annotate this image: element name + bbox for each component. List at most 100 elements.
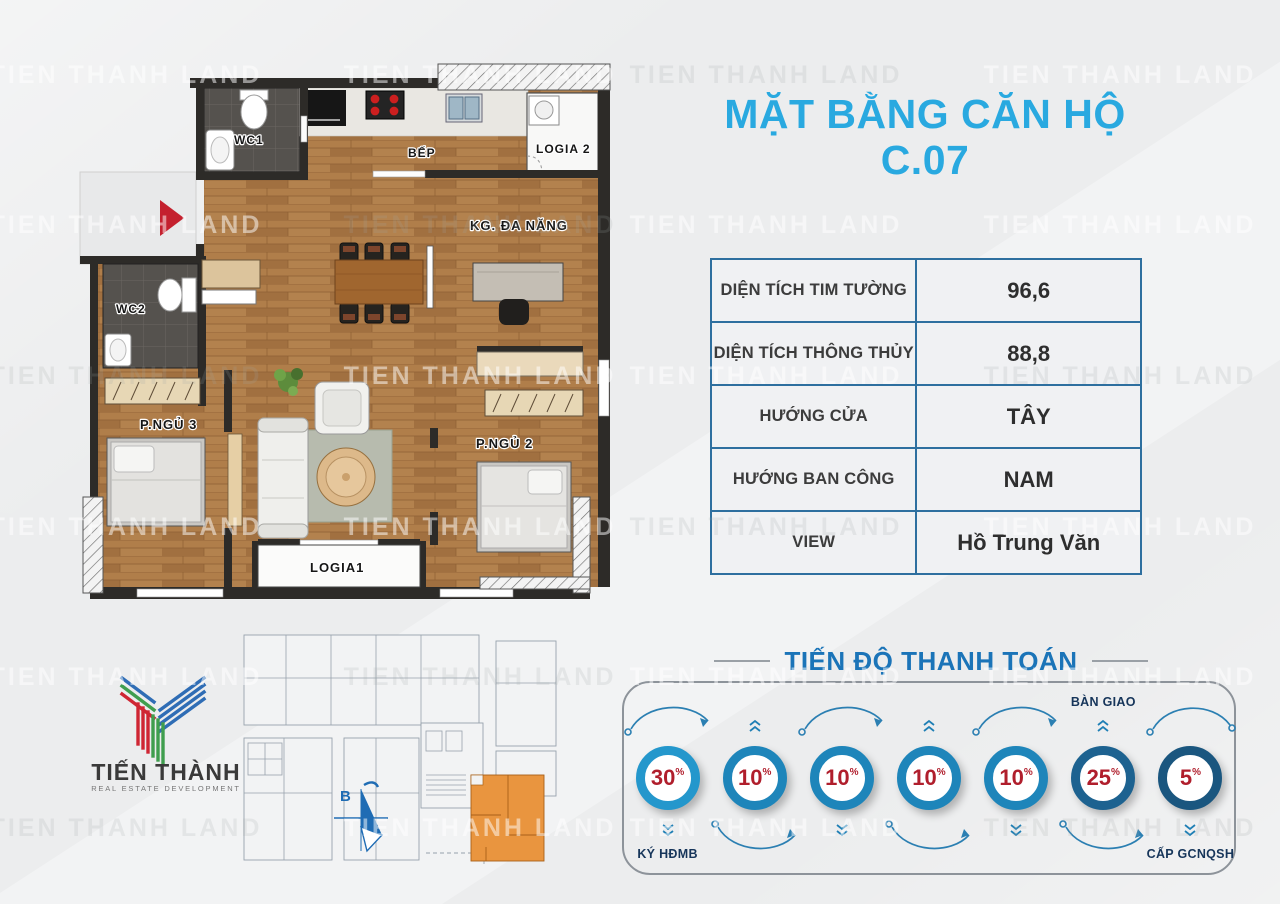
step-label: KÝ HĐMB [637, 847, 698, 861]
payment-percent: 25 [1086, 765, 1112, 790]
page-title: MẶT BẰNG CĂN HỘ C.07 [655, 91, 1195, 184]
label-wc1: WC1 [234, 133, 264, 147]
compass-label: B [340, 788, 351, 805]
row-label: HƯỚNG CỬA [712, 386, 916, 447]
toilet-icon [157, 278, 183, 312]
payment-step: 10% [710, 683, 798, 873]
room-wc2 [102, 263, 199, 369]
table-row: VIEW Hồ Trung Văn [712, 512, 1140, 573]
page-title-line1: MẶT BẰNG CĂN HỘ [724, 91, 1126, 137]
desk-set [472, 262, 564, 325]
payment-title: TIẾN ĐỘ THANH TOÁN [784, 645, 1078, 676]
apartment-floorplan: WC1 BẾP LOGIA 2 KG. ĐA NĂNG WC2 P.NGỦ 3 … [79, 63, 611, 599]
room-logia2 [526, 92, 599, 176]
room-bed2 [476, 351, 584, 553]
row-value: Hồ Trung Văn [917, 512, 1140, 573]
label-logia2: LOGIA 2 [536, 142, 591, 156]
payment-schedule: TIẾN ĐỘ THANH TOÁN 30% KÝ [622, 645, 1240, 885]
apartment-info-table: DIỆN TÍCH TIM TƯỜNG 96,6 DIỆN TÍCH THÔNG… [710, 258, 1142, 575]
entrance-arrow-icon [160, 200, 184, 236]
step-label: BÀN GIAO [1070, 695, 1136, 709]
label-kitchen: BẾP [408, 145, 436, 160]
payment-step: 10% [798, 683, 885, 873]
dining-table [334, 259, 424, 305]
payment-circle: 10% [984, 746, 1049, 810]
cabinet [476, 351, 584, 377]
chevron-up-icon [1097, 719, 1109, 732]
north-compass-icon: B [334, 781, 388, 853]
kitchen-counter [299, 87, 529, 137]
title-rule [714, 660, 771, 662]
flow-arc-icon [885, 820, 970, 850]
toilet-tank [181, 277, 197, 313]
payment-percent: 10 [912, 765, 937, 790]
table-row: DIỆN TÍCH THÔNG THỦY 88,8 [712, 323, 1140, 384]
row-value: NAM [917, 449, 1140, 510]
company-logo: TIẾN THÀNH REAL ESTATE DEVELOPMENT [91, 675, 241, 792]
hall-cabinet [201, 259, 261, 289]
flow-arc-icon [710, 820, 796, 850]
flow-arc-icon [798, 706, 883, 736]
row-label: DIỆN TÍCH THÔNG THỦY [712, 323, 916, 384]
title-rule [1091, 660, 1148, 662]
office-chair [499, 299, 529, 325]
wardrobe [484, 389, 584, 417]
chevron-down-icon [662, 824, 674, 837]
payment-panel: 30% KÝ HĐMB 10% [622, 681, 1237, 875]
payment-percent: 10 [825, 765, 850, 790]
label-bed2: P.NGỦ 2 [476, 436, 533, 451]
logo-name: TIẾN THÀNH [91, 758, 240, 785]
room-wc1 [203, 87, 301, 173]
payment-circle: 10% [809, 746, 874, 810]
desk [472, 262, 564, 302]
hatched-walls [82, 63, 611, 594]
highlighted-unit [470, 774, 545, 862]
label-wc2: WC2 [116, 302, 146, 316]
building-key-plan: B [243, 634, 557, 865]
dining-set [334, 242, 424, 324]
row-value: 96,6 [917, 260, 1140, 321]
half-wall [426, 245, 434, 309]
row-label: HƯỚNG BAN CÔNG [712, 449, 916, 510]
chevron-up-icon [749, 719, 761, 732]
hall-shelf [201, 289, 257, 305]
payment-circle: 5% [1158, 746, 1223, 810]
payment-step: 10% [885, 683, 972, 873]
payment-step: BÀN GIAO 25% [1059, 683, 1147, 873]
payment-circle: 30% [635, 746, 700, 810]
living-area [257, 368, 393, 539]
stove-icon [365, 90, 405, 120]
label-multi: KG. ĐA NĂNG [470, 218, 568, 233]
logo-mark-icon [119, 675, 207, 766]
row-label: DIỆN TÍCH TIM TƯỜNG [712, 260, 916, 321]
payment-percent: 10 [738, 765, 763, 790]
room-logia1 [257, 544, 421, 588]
toilet-icon [240, 94, 268, 130]
pillow [527, 469, 563, 495]
table-row: HƯỚNG BAN CÔNG NAM [712, 449, 1140, 510]
payment-percent: 10 [999, 765, 1024, 790]
chevron-down-icon [836, 824, 848, 837]
door-panel [227, 433, 243, 527]
payment-step: 30% KÝ HĐMB [623, 683, 711, 873]
chevron-up-icon [923, 719, 935, 732]
flow-arc-icon [1059, 820, 1144, 850]
label-bed3: P.NGỦ 3 [140, 417, 197, 432]
payment-step: 5% CẤP GCNQSH [1146, 683, 1237, 873]
page-title-line2: C.07 [880, 136, 970, 183]
payment-title-row: TIẾN ĐỘ THANH TOÁN [622, 645, 1240, 677]
sofa [257, 417, 309, 539]
table-row: HƯỚNG CỬA TÂY [712, 386, 1140, 447]
payment-circle: 10% [722, 746, 787, 810]
logo-tagline: REAL ESTATE DEVELOPMENT [91, 784, 241, 792]
chevron-down-icon [1184, 824, 1196, 837]
table-row: DIỆN TÍCH TIM TƯỜNG 96,6 [712, 260, 1140, 321]
payment-percent: 5 [1179, 765, 1193, 790]
flow-arc-icon [972, 706, 1057, 736]
payment-step: 10% [972, 683, 1060, 873]
payment-circle: 25% [1071, 746, 1136, 810]
payment-percent: 30 [650, 765, 676, 790]
label-logia1: LOGIA1 [310, 560, 364, 575]
pillow [113, 445, 155, 473]
step-label: CẤP GCNQSH [1146, 847, 1235, 861]
